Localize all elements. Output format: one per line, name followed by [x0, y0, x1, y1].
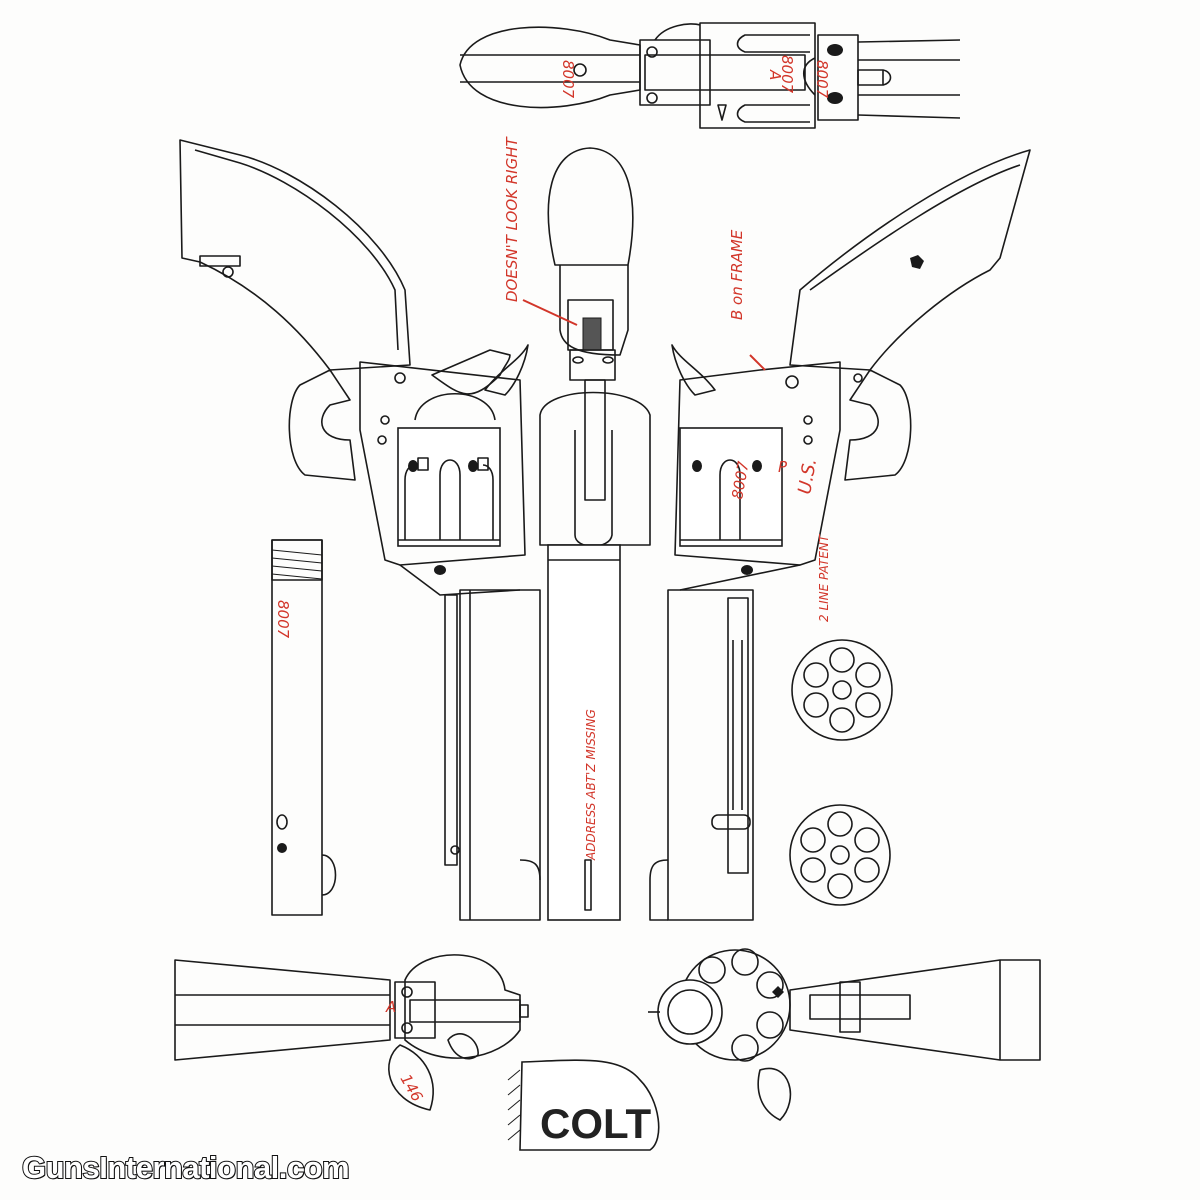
cylinder-front-view	[789, 804, 891, 906]
doesnt-look-right-note: DOESN'T LOOK RIGHT	[503, 136, 521, 302]
ejector-housing-view: 8007	[271, 539, 337, 916]
center-view: DOESN'T LOOK RIGHT ADDRESS ABT'Z MISSING	[503, 136, 651, 921]
cylinder-rear-view	[791, 639, 893, 741]
right-side-view: B on FRAME 8007 P U.S. 2 LINE PATENT	[649, 149, 1031, 921]
watermark: GunsInternational.com	[21, 1149, 351, 1186]
top-grip-serial: 8007	[559, 60, 577, 99]
hammer-number: 146	[397, 1071, 427, 1105]
colt-logo-text: COLT	[540, 1100, 652, 1147]
two-line-patent-note: 2 LINE PATENT	[817, 533, 831, 622]
cylinder-letter: P	[778, 458, 788, 476]
top-frame-serial: 8007	[778, 55, 796, 94]
us-mark: U.S.	[794, 457, 821, 496]
bottom-letter: A	[385, 998, 396, 1016]
top-frame-letter: A	[766, 69, 784, 80]
top-cylinder-serial: 8007	[813, 60, 831, 99]
left-side-view	[179, 139, 541, 921]
b-on-frame-note: B on FRAME	[728, 229, 746, 320]
ejector-serial: 8007	[274, 600, 292, 639]
top-view: 8007 8007 A 8007	[459, 22, 961, 129]
bottom-right-view	[648, 948, 1041, 1121]
bottom-left-view: A 146	[174, 954, 529, 1111]
colt-logo: COLT	[507, 1059, 660, 1151]
address-missing-note: ADDRESS ABT'Z MISSING	[584, 709, 598, 861]
